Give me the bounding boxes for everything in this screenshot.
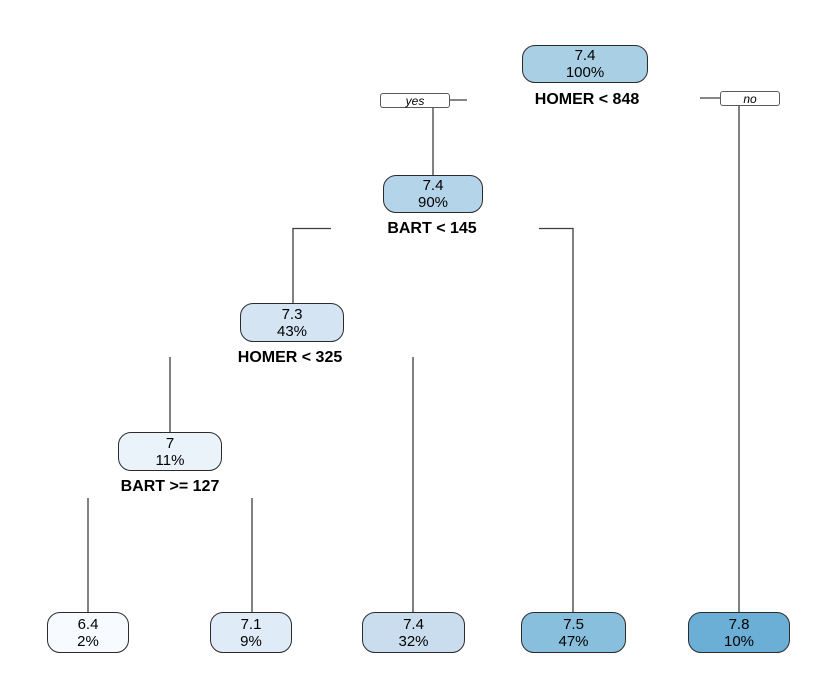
node-percent: 9% (240, 632, 262, 650)
branch-label-yes: yes (380, 93, 450, 108)
leaf-node-78: 7.8 10% (688, 612, 790, 653)
node-value: 7.5 (563, 615, 584, 633)
node-value: 7.4 (403, 615, 424, 633)
node-percent: 10% (723, 632, 755, 650)
leaf-node-64: 6.4 2% (47, 612, 129, 653)
tree-node-root: 7.4 100% (522, 45, 648, 83)
node-percent: 100% (565, 64, 605, 81)
leaf-node-75: 7.5 47% (521, 612, 626, 653)
node-value: 7.4 (422, 177, 444, 194)
leaf-node-71: 7.1 9% (210, 612, 292, 653)
split-label-homer-325: HOMER < 325 (223, 349, 357, 367)
leaf-node-74: 7.4 32% (362, 612, 465, 653)
node-value: 6.4 (77, 615, 99, 633)
node-value: 7.4 (574, 47, 596, 64)
node-percent: 2% (77, 632, 99, 650)
node-percent: 43% (276, 322, 308, 340)
tree-node-43pct: 7.3 43% (240, 303, 344, 342)
node-percent: 47% (558, 632, 589, 650)
tree-node-11pct: 7 11% (118, 432, 222, 471)
node-percent: 11% (155, 451, 185, 469)
split-label-bart-145: BART < 145 (373, 220, 491, 238)
node-value: 7 (165, 434, 175, 452)
node-percent: 90% (417, 194, 449, 211)
node-value: 7.3 (281, 305, 303, 323)
node-value: 7.8 (728, 615, 750, 633)
node-percent: 32% (398, 632, 429, 650)
split-label-homer-848: HOMER < 848 (520, 91, 654, 109)
node-value: 7.1 (240, 615, 262, 633)
branch-label-no: no (720, 91, 780, 106)
split-label-bart-127: BART >= 127 (106, 478, 234, 496)
tree-node-90pct: 7.4 90% (383, 175, 483, 213)
